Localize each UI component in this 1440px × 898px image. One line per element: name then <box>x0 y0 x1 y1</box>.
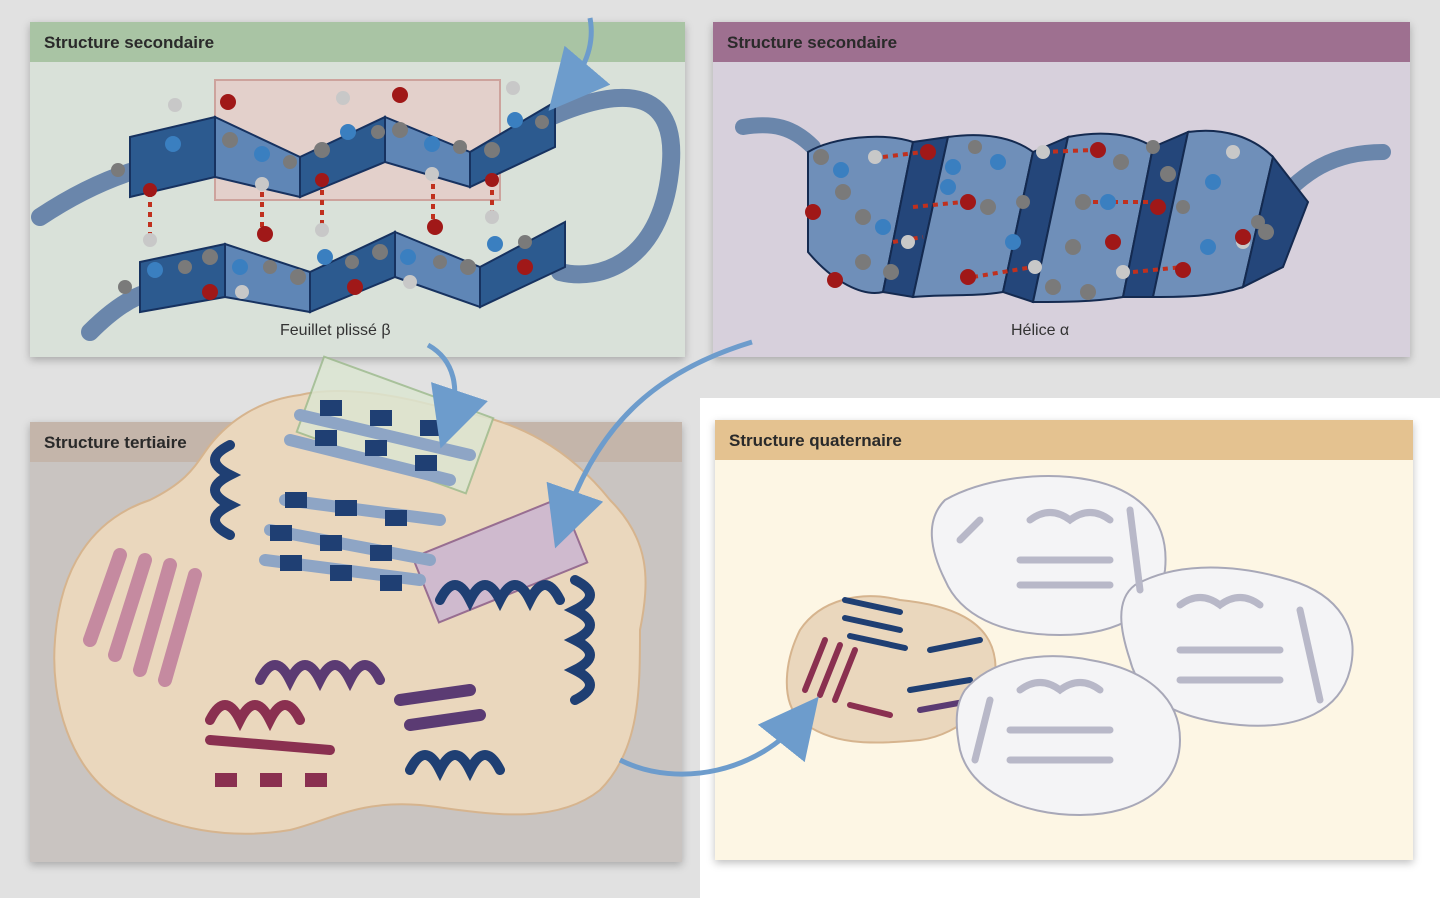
arrows <box>426 17 819 777</box>
alpha-helix-illustration <box>735 117 1391 304</box>
panel-title: Structure secondaire <box>713 22 1410 62</box>
helix-hydrogen-bonds <box>882 148 1184 279</box>
arrow-beta-to-tertiary <box>426 342 488 449</box>
tertiary-red-barrel <box>83 548 335 755</box>
arrow-into-beta-sheet <box>548 17 611 111</box>
helix-atoms <box>805 140 1274 300</box>
tertiary-red-helix <box>205 700 305 732</box>
quaternary-white-details <box>956 506 1324 764</box>
tertiary-purple-helices <box>255 660 486 731</box>
arrow-helix-to-tertiary <box>546 339 753 549</box>
tertiary-beta-blocks <box>270 400 442 591</box>
alpha-helix-panel: Structure secondaire <box>713 22 1410 357</box>
quaternary-white-subunits <box>930 475 1354 817</box>
helix-tail-left <box>735 117 821 155</box>
beta-sheet-illustration <box>31 79 681 341</box>
atoms <box>111 81 549 300</box>
panel-title: Structure quaternaire <box>715 420 1413 460</box>
alpha-helix-caption: Hélice α <box>1011 322 1070 339</box>
beta-sheet-caption: Feuillet plissé β <box>280 322 391 339</box>
tertiary-red-blocks <box>215 773 327 787</box>
tertiary-helices <box>210 440 595 782</box>
upper-strand-plates <box>129 100 556 199</box>
loop-right <box>541 88 681 284</box>
beta-sheet-panel: Structure secondaire <box>30 22 685 357</box>
arrow-tertiary-to-quaternary <box>618 696 819 777</box>
